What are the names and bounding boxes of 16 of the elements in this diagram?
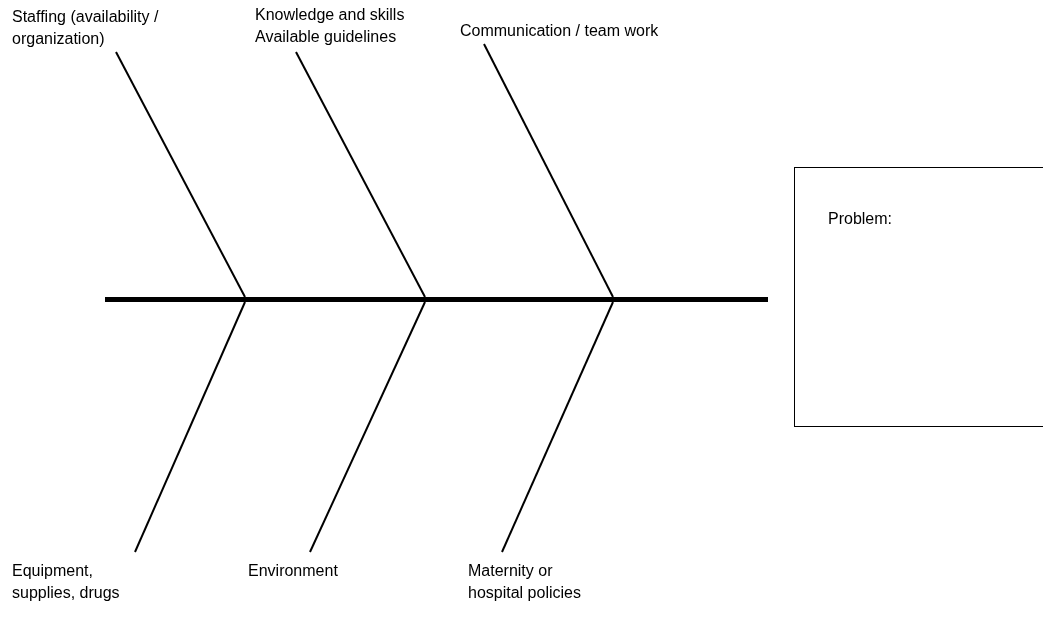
category-label: Environment [248, 560, 388, 582]
category-label: Knowledge and skills [255, 5, 406, 25]
spine-bar [105, 297, 768, 302]
category-label: Communication / team work [460, 20, 720, 42]
problem-label: Problem: [828, 209, 893, 229]
category-label: Available guidelines [255, 27, 398, 47]
category-label: Equipment, supplies, drugs [12, 560, 152, 604]
bone-line [115, 51, 246, 298]
bone-line [134, 301, 246, 553]
category-label: Maternity or hospital policies [468, 560, 593, 604]
problem-box [794, 167, 1043, 427]
bone-line [309, 301, 426, 553]
category-label: Staffing (availability / organization) [12, 6, 237, 50]
bone-line [295, 51, 426, 298]
bone-line [501, 301, 614, 553]
bone-line [483, 43, 614, 298]
